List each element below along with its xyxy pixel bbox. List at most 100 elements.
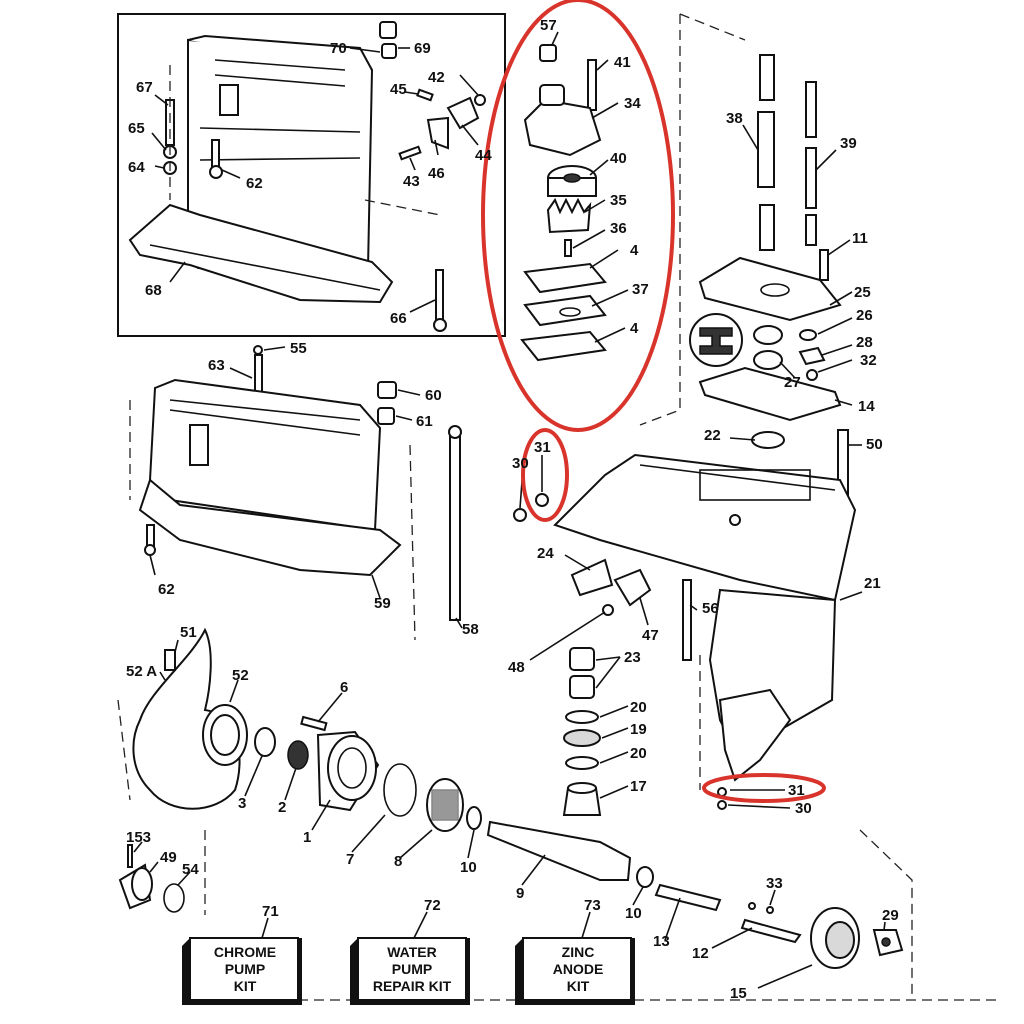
part-label-50: 50 [866,436,883,453]
water-kit-line-2: PUMP [392,961,432,977]
gear-housing [513,453,857,782]
part-label-27: 27 [784,374,801,391]
kit-box-chrome [182,937,302,1005]
leader-lines [133,31,886,989]
part-label-30-lower: 30 [795,800,812,817]
part-label-3: 3 [238,795,246,812]
part-label-8: 8 [394,853,402,870]
part-label-63: 63 [208,357,225,374]
part-label-4-upper: 4 [630,242,639,259]
part-label-45: 45 [390,81,407,98]
kit-box-zinc [515,937,635,1005]
water-kit-line-3: REPAIR KIT [373,978,452,994]
part-label-14: 14 [858,398,875,415]
upper-exhaust-housing [128,34,394,304]
part-label-65: 65 [128,120,145,137]
part-label-1: 1 [303,829,311,846]
part-label-60: 60 [425,387,442,404]
part-label-35: 35 [610,192,627,209]
part-labels: 57 41 34 40 35 36 4 37 4 70 69 67 45 42 … [126,17,899,1002]
part-label-49: 49 [160,849,177,866]
part-label-22: 22 [704,427,721,444]
chrome-kit-line-3: KIT [234,978,257,994]
part-label-15: 15 [730,985,747,1002]
part-label-20-upper: 20 [630,699,647,716]
part-label-17: 17 [630,778,647,795]
part-label-68: 68 [145,282,162,299]
kit-box-water [350,937,470,1005]
part-label-48: 48 [508,659,525,676]
part-label-71: 71 [262,903,279,920]
part-label-6: 6 [340,679,348,696]
part-label-36: 36 [610,220,627,237]
part-label-11: 11 [852,230,868,247]
part-label-70: 70 [330,40,347,57]
part-label-34: 34 [624,95,641,112]
part-label-38: 38 [726,110,743,127]
part-label-69: 69 [414,40,431,57]
part-label-2: 2 [278,799,286,816]
part-label-19: 19 [630,721,647,738]
part-label-61: 61 [416,413,433,430]
water-pump-stack [520,44,607,362]
part-label-9: 9 [516,885,524,902]
part-label-52a: 52 A [126,663,157,680]
part-label-4-lower: 4 [630,320,639,337]
kit-labels: CHROME PUMP KIT WATER PUMP REPAIR KIT ZI… [214,944,603,994]
inset-box [117,13,506,337]
part-label-12: 12 [692,945,709,962]
part-label-23: 23 [624,649,641,666]
part-label-58: 58 [462,621,479,638]
highlight-water-pump [481,0,675,432]
part-label-44: 44 [475,147,492,164]
part-label-7: 7 [346,851,354,868]
part-label-26: 26 [856,307,873,324]
part-label-67: 67 [136,79,153,96]
part-label-32: 32 [860,352,877,369]
part-label-37: 37 [632,281,649,298]
part-label-52: 52 [232,667,249,684]
part-label-40: 40 [610,150,627,167]
part-label-20-lower: 20 [630,745,647,762]
part-label-25: 25 [854,284,871,301]
propeller-assembly [118,627,722,913]
part-label-28: 28 [856,334,873,351]
highlight-part-31-upper [521,428,569,522]
driveshaft-group [689,54,849,506]
zinc-kit-line-3: KIT [567,978,590,994]
part-label-59: 59 [374,595,391,612]
part-label-41: 41 [614,54,631,71]
part-label-30-upper: 30 [512,455,529,472]
part-label-46: 46 [428,165,445,182]
part-label-47: 47 [642,627,659,644]
part-label-31-upper: 31 [534,439,551,456]
part-label-24: 24 [537,545,554,562]
part-label-62-inset: 62 [246,175,263,192]
water-kit-line-1: WATER [387,944,437,960]
part-label-10-left: 10 [460,859,477,876]
part-label-13: 13 [653,933,670,950]
highlight-part-31-lower [702,773,826,803]
bearing-stack [562,647,727,816]
part-label-55: 55 [290,340,307,357]
part-label-42: 42 [428,69,445,86]
part-label-10-right: 10 [625,905,642,922]
exhaust-housing-lower [138,345,462,621]
part-label-39: 39 [840,135,857,152]
part-label-66: 66 [390,310,407,327]
part-label-43: 43 [403,173,420,190]
part-label-72: 72 [424,897,441,914]
part-label-64: 64 [128,159,145,176]
part-label-51: 51 [180,624,197,641]
part-label-33: 33 [766,875,783,892]
chrome-kit-line-2: PUMP [225,961,265,977]
inset-small-parts [163,21,486,332]
part-label-29: 29 [882,907,899,924]
part-label-62-lower: 62 [158,581,175,598]
part-label-21: 21 [864,575,881,592]
part-label-153: 153 [126,829,151,846]
part-label-57: 57 [540,17,557,34]
shift-assembly [740,902,904,969]
zinc-kit-line-2: ANODE [553,961,604,977]
